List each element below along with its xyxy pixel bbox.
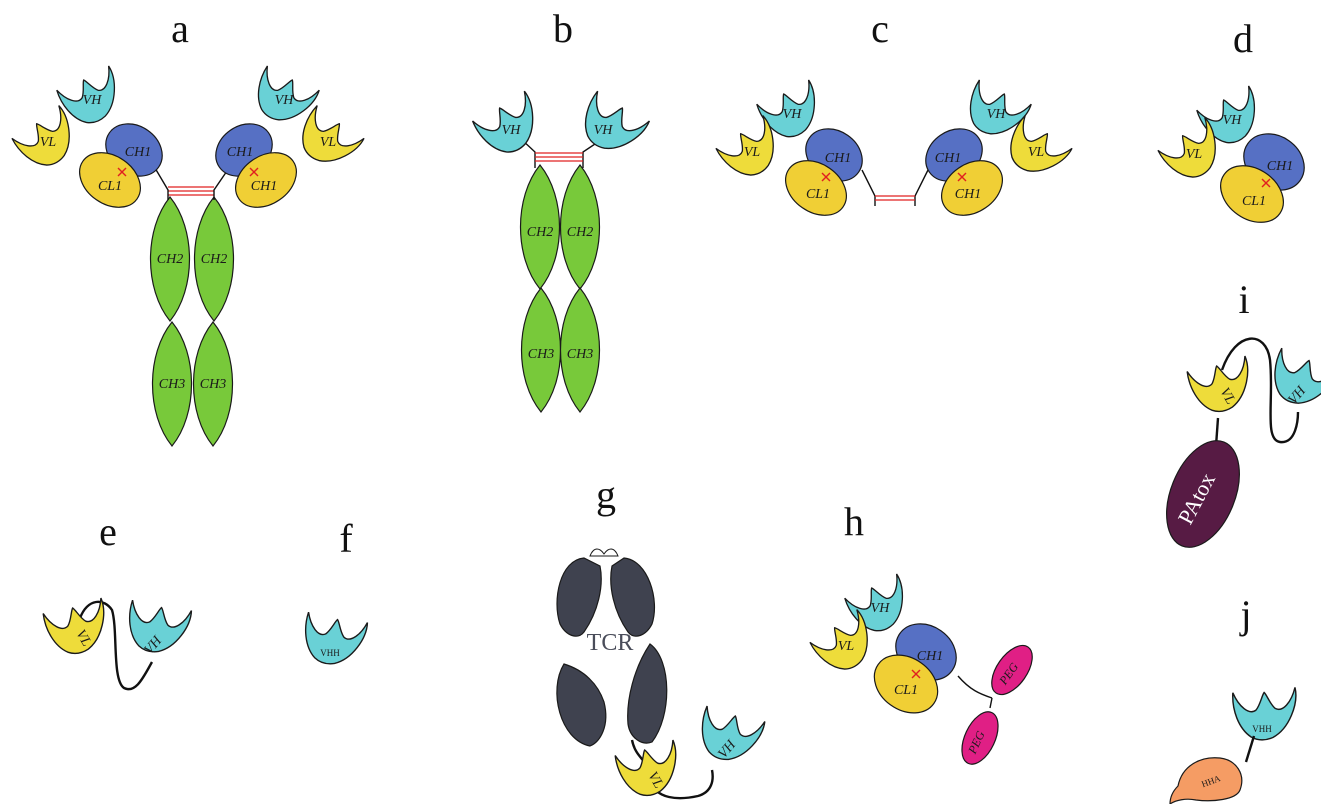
vl-domain [43,598,114,660]
vhh-domain [1232,687,1299,742]
tcr-lobe [557,558,601,636]
vh-label: VH [1223,113,1243,128]
cl1-label: CL1 [1242,194,1266,209]
vh-label: VH [594,123,614,138]
panel-c: c VH VL CH1 CL1 VH VL CH1 CH1 [716,6,1073,227]
vl-label: VL [1186,147,1203,162]
panel-letter-i: i [1238,277,1249,322]
panel-f: f VHH [300,516,368,669]
ch3-label: CH3 [528,347,554,362]
cl1-label: CL1 [806,187,830,202]
vl-label: VL [744,145,761,160]
ch2-label: CH2 [527,225,553,240]
panel-letter-d: d [1233,16,1253,61]
ch2-label: CH2 [567,225,593,240]
tcr-lobe [628,644,667,743]
ch3-label: CH3 [159,377,185,392]
panel-letter-e: e [99,509,117,554]
ch1-label: CH1 [125,145,151,160]
ch2-label: CH2 [157,252,183,267]
tcr-lobe [557,664,606,746]
vl-label: VL [40,135,57,150]
vh-label: VH [83,93,103,108]
panel-letter-f: f [339,516,353,561]
vl-domain [615,740,686,802]
ch1-label: CH1 [935,151,961,166]
panel-j: j VHH HHA [1170,592,1300,804]
ch3-label: CH3 [200,377,226,392]
ch3-label: CH3 [567,347,593,362]
ch1-light-label: CH1 [251,179,277,194]
tcr-lobe [611,558,655,636]
vh-label: VH [275,93,295,108]
ch1-label: CH1 [1267,159,1293,174]
panel-h: h VH VL CH1 CL1 PEG PEG [810,499,1041,770]
ch1-label: CH1 [917,649,943,664]
vhh-linker [1246,736,1254,762]
cl1-label: CL1 [98,179,122,194]
panel-e: e VL VH [43,509,192,689]
vh-label: VH [783,107,803,122]
panel-letter-g: g [596,472,616,517]
vh-label: VH [987,107,1007,122]
tcr-label: TCR [587,630,634,656]
ch2-label: CH2 [201,252,227,267]
panel-g: g TCR VL VH [557,472,765,802]
panel-a: a CH2 CH2 CH3 CH3 VH VL CH1 CL1 VH [12,6,365,446]
vh-label: VH [502,123,522,138]
vhh-label: VHH [320,648,340,658]
ch1-light-label: CH1 [955,187,981,202]
vl-label: VL [1028,145,1045,160]
panel-letter-h: h [844,499,864,544]
ch1-label: CH1 [825,151,851,166]
vl-label: VL [838,639,855,654]
vhh-label: VHH [1252,724,1272,734]
panel-letter-a: a [171,6,189,51]
panel-b: b VH VH CH2 CH2 CH3 CH3 [472,6,650,412]
panel-letter-c: c [871,6,889,51]
panel-letter-j: j [1238,592,1251,637]
tcr-tip [590,549,618,556]
ch1-label: CH1 [227,145,253,160]
vl-label: VL [320,135,337,150]
panel-letter-b: b [553,6,573,51]
vl-domain [1187,356,1258,418]
panel-i: i VL VH PAtox [1152,277,1321,558]
vh-label: VH [871,601,891,616]
panel-d: d VH VL CH1 CL1 [1158,16,1316,234]
vhh-domain [300,612,368,669]
cl1-label: CL1 [894,683,918,698]
